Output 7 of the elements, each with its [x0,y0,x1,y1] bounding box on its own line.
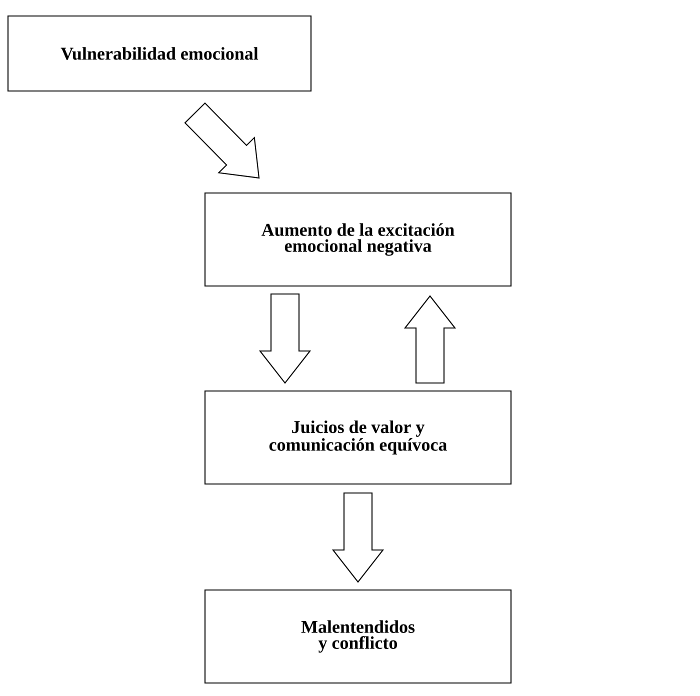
process-box: Malentendidos y conflicto [204,589,512,684]
block-arrow [258,293,312,384]
block-arrow [332,492,384,583]
process-box: Juicios de valor y comunicación equívoca [204,390,512,485]
process-box: Aumento de la excitación emocional negativa [204,192,512,287]
block-arrow [404,295,456,384]
process-box: Vulnerabilidad emocional [7,15,312,92]
